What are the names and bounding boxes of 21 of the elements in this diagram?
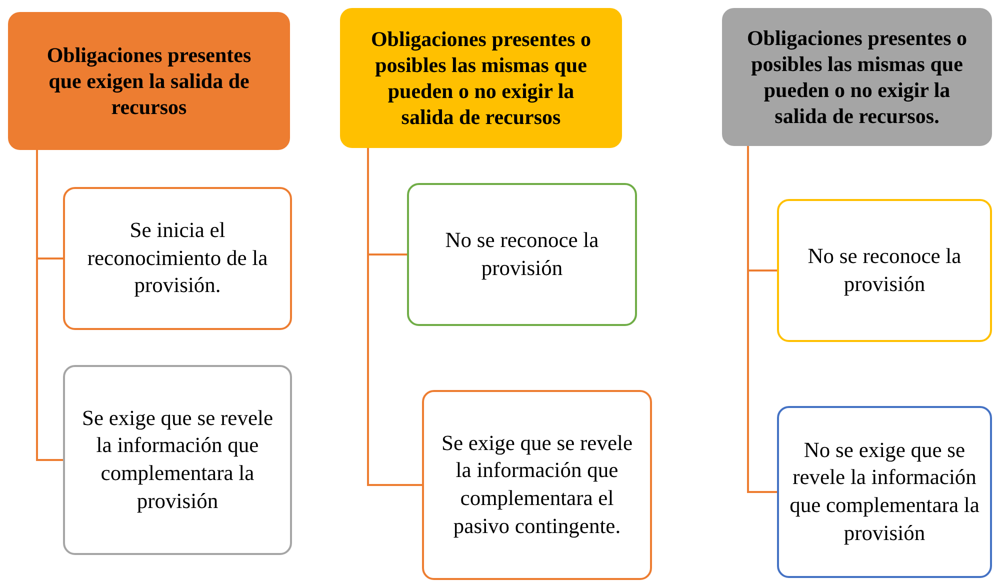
header-box xyxy=(722,8,992,146)
text-box xyxy=(777,406,992,578)
text-box xyxy=(63,187,292,330)
box-text: Obligaciones presentes o posibles las mismas que pueden o no exigir la salida de recursos. xyxy=(746,24,968,130)
box-text: Se inicia el reconocimiento de la provisión. xyxy=(86,217,269,300)
text-box xyxy=(407,183,637,326)
connector-line xyxy=(36,150,63,461)
box-text: Obligaciones presentes que exigen la salida de recursos xyxy=(46,42,252,120)
box-text: Se exige que se revele la información que complementara la provisión xyxy=(80,404,274,515)
box-text: No se reconoce la provisión xyxy=(806,242,962,298)
header-box xyxy=(8,12,290,150)
connector-line xyxy=(367,148,422,486)
box-text: Se exige que se revele la información que complementara el pasivo contingente. xyxy=(440,430,634,540)
text-box xyxy=(422,390,652,580)
box-text: Obligaciones presentes o posibles las mismas que pueden o no exigir la salida de recursos xyxy=(370,26,592,130)
text-box xyxy=(777,199,992,342)
text-box xyxy=(63,365,292,555)
connector-line xyxy=(747,146,777,493)
box-text: No se reconoce la provisión xyxy=(444,226,600,282)
header-box xyxy=(340,8,622,148)
box-text: No se exige que se revele la información que complementara la provisión xyxy=(789,436,980,547)
